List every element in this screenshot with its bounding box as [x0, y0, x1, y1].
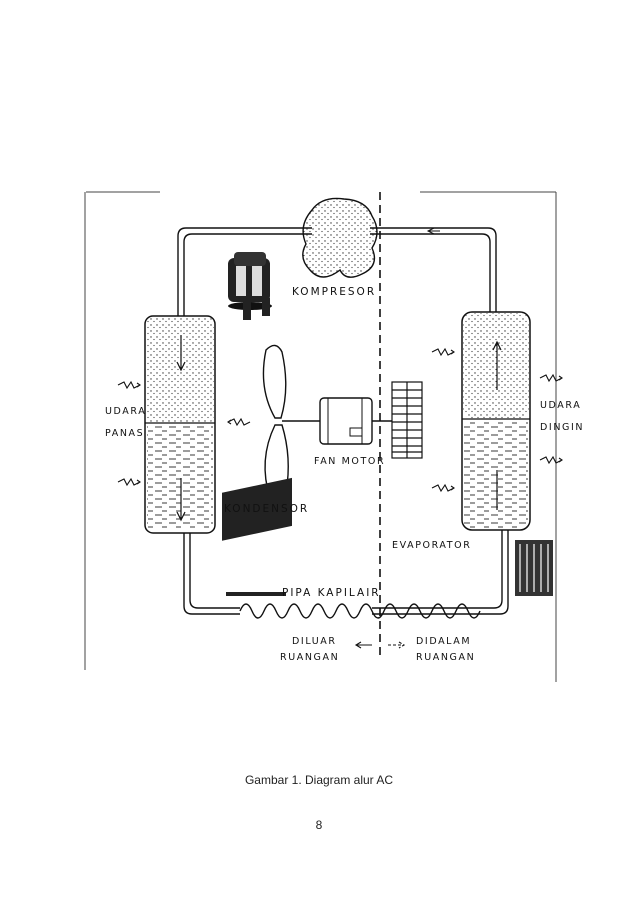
page-number: 8 — [315, 818, 323, 832]
capillary-coil — [239, 603, 481, 619]
figure-caption: Gambar 1. Diagram alur AC — [244, 773, 394, 787]
label-pipa-kapilair: PIPA KAPILAIR — [282, 587, 381, 599]
label-udara-dingin-1: UDARA — [540, 400, 581, 411]
label-udara-panas-2: PANAS — [105, 428, 144, 439]
label-udara-panas-1: UDARA — [105, 406, 146, 417]
condenser-fan — [262, 344, 320, 502]
scan-frame — [84, 191, 557, 682]
blower-wheel — [391, 381, 423, 459]
label-didalam-1: DIDALAM — [416, 636, 471, 647]
label-didalam-2: RUANGAN — [416, 652, 475, 663]
label-fan-motor: FAN MOTOR — [314, 456, 385, 467]
arrow-right-didalam — [388, 641, 406, 649]
label-diluar-1: DILUAR — [292, 636, 337, 647]
condenser-coil — [222, 477, 292, 596]
label-kondensor: KONDENSOR — [224, 503, 309, 515]
fan-motor — [319, 397, 392, 445]
label-udara-dingin-2: DINGIN — [540, 422, 584, 433]
flow-arrow-top — [426, 227, 440, 235]
label-diluar-2: RUANGAN — [280, 652, 339, 663]
evaporator-tank — [461, 311, 531, 531]
air-flow-arrows — [117, 347, 563, 493]
compressor — [302, 197, 378, 278]
compressor-unit-icon — [228, 252, 272, 320]
condenser-tank — [144, 315, 216, 534]
refrigerant-pipe — [177, 227, 509, 615]
label-evaporator: EVAPORATOR — [392, 540, 471, 551]
label-kompresor: KOMPRESOR — [292, 286, 376, 298]
evaporator-coil — [515, 540, 553, 596]
arrow-left-diluar — [354, 641, 372, 649]
